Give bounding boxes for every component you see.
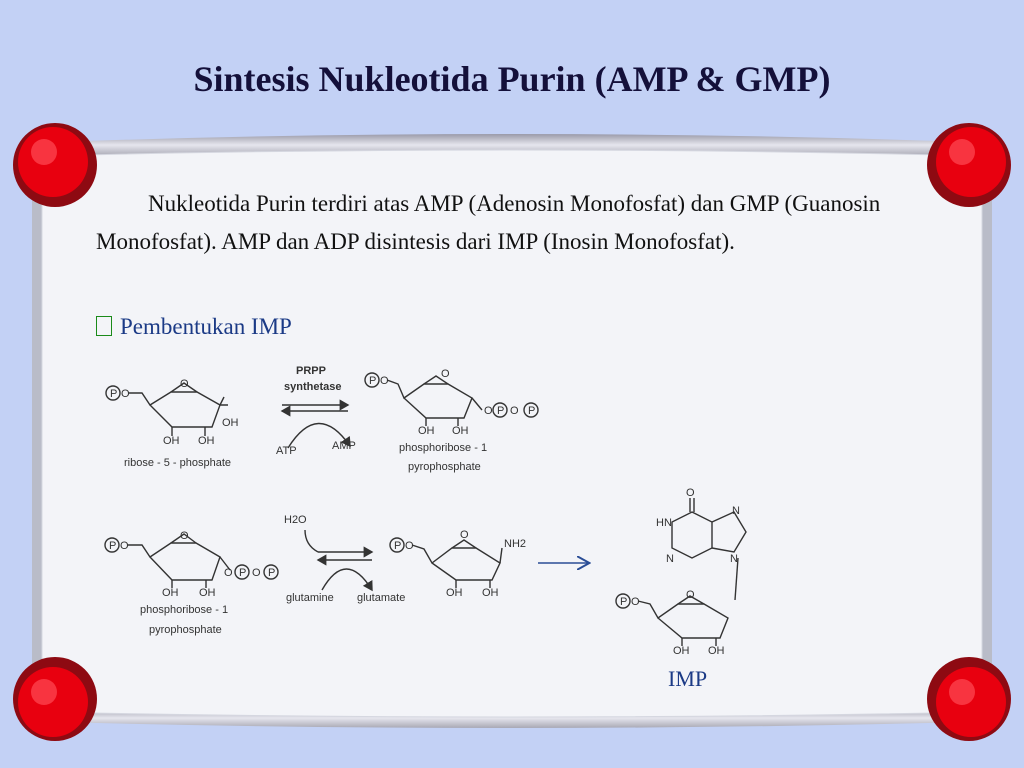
intro-paragraph: Nukleotida Purin terdiri atas AMP (Adeno… <box>96 185 916 261</box>
oh-label: OH <box>446 587 463 599</box>
p-atom-label: P <box>620 596 627 608</box>
oh-label: OH <box>673 645 690 657</box>
prpp-label-2-line2: pyrophosphate <box>149 624 222 636</box>
prpp-label-2-line1: phosphoribose - 1 <box>140 604 228 616</box>
p-atom-label: P <box>369 375 376 387</box>
o-atom-label: O <box>180 530 189 542</box>
enzyme-label-line2: synthetase <box>284 381 341 393</box>
oh-label: OH <box>418 425 435 437</box>
o-atom-label: O <box>460 529 469 541</box>
red-pin-icon <box>927 657 1011 741</box>
o-atom-label: O <box>180 378 189 390</box>
oh-label: OH <box>708 645 725 657</box>
imp-molecule <box>615 498 747 646</box>
o-atom-label: O <box>631 596 640 608</box>
bullet-label: Pembentukan IMP <box>120 314 292 339</box>
n-atom-label: N <box>732 505 740 517</box>
checkbox-bullet-icon <box>96 316 112 336</box>
p-atom-label: P <box>394 540 401 552</box>
o-atom-label: O <box>224 567 233 579</box>
o-atom-label: O <box>380 375 389 387</box>
phosphoribosylamine-molecule <box>389 537 503 588</box>
atp-label: ATP <box>276 445 297 457</box>
p-atom-label: P <box>497 405 504 417</box>
p-atom-label: P <box>109 540 116 552</box>
bullet-item: Pembentukan IMP <box>96 314 292 340</box>
p-atom-label: P <box>239 567 246 579</box>
slide-title: Sintesis Nukleotida Purin (AMP & GMP) <box>193 59 831 99</box>
oh-label: OH <box>163 435 180 447</box>
imp-label: IMP <box>668 666 708 691</box>
p-atom-label: P <box>528 405 535 417</box>
enzyme-label-line1: PRPP <box>296 365 326 377</box>
o-atom-label: O <box>510 405 519 417</box>
o-atom-label: O <box>405 540 414 552</box>
o-atom-label: O <box>441 368 450 380</box>
o-atom-label: O <box>120 540 129 552</box>
glutamine-label: glutamine <box>286 592 334 604</box>
prpp-label-line1: phosphoribose - 1 <box>399 442 487 454</box>
o-atom-label: O <box>121 388 130 400</box>
prpp-molecule-2 <box>104 533 279 588</box>
oh-label: OH <box>198 435 215 447</box>
amp-label: AMP <box>332 440 356 452</box>
red-pin-icon <box>13 657 97 741</box>
intro-paragraph-text: Nukleotida Purin terdiri atas AMP (Adeno… <box>96 191 881 254</box>
oh-label: OH <box>222 417 239 429</box>
oh-label: OH <box>199 587 216 599</box>
o-atom-label: O <box>686 589 695 601</box>
red-pin-icon <box>13 123 97 207</box>
nh2-label: NH2 <box>504 538 526 550</box>
oh-label: OH <box>452 425 469 437</box>
o-atom-label: O <box>484 405 493 417</box>
o-atom-label: O <box>252 567 261 579</box>
prpp-molecule <box>364 372 539 426</box>
prpp-label-line2: pyrophosphate <box>408 461 481 473</box>
glutamate-label: glutamate <box>357 592 405 604</box>
water-label: H2O <box>284 514 307 526</box>
p-atom-label: P <box>268 567 275 579</box>
oh-label: OH <box>162 587 179 599</box>
ribose-5-phosphate-molecule <box>105 382 228 436</box>
n-atom-label: N <box>666 553 674 565</box>
p-atom-label: P <box>110 388 117 400</box>
oh-label: OH <box>482 587 499 599</box>
ribose-5-phosphate-label: ribose - 5 - phosphate <box>124 457 231 469</box>
n-atom-label: N <box>730 553 738 565</box>
hn-label: HN <box>656 517 672 529</box>
red-pin-icon <box>927 123 1011 207</box>
o-atom-label: O <box>686 487 695 499</box>
